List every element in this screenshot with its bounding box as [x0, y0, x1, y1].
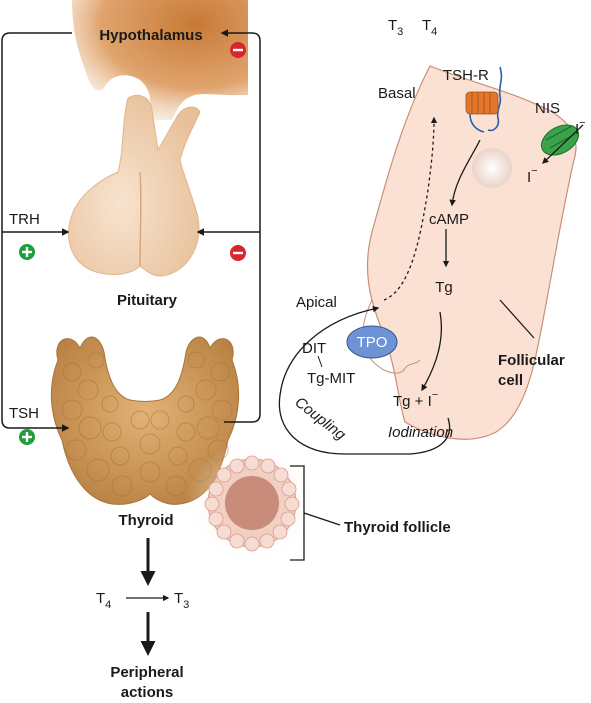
follicular-cell-label-line1: Follicular	[498, 352, 565, 369]
follicular-cell-label-line2: cell	[498, 372, 523, 389]
feedback-loop-right	[220, 29, 261, 423]
follicle-leader	[303, 512, 341, 526]
peripheral-actions-line1: Peripheral	[110, 664, 183, 681]
iodination-label: Iodination	[388, 424, 453, 441]
tpo-enzyme	[346, 325, 398, 359]
hypothalamus-illustration	[72, 0, 248, 120]
dit-label: DIT	[302, 340, 326, 357]
t3-label: T3	[174, 590, 189, 611]
thyroid-follicle-label: Thyroid follicle	[344, 519, 451, 536]
tg-mit-label: Tg-MIT	[307, 370, 355, 387]
tsh-label: TSH	[9, 405, 39, 422]
top-t3-label: T3	[388, 17, 403, 38]
hormone-release-arrow	[383, 116, 438, 301]
nis-label: NIS	[535, 100, 560, 117]
dit-tg-mit-connector	[317, 355, 323, 368]
minus-sign-hypothalamus	[230, 42, 246, 58]
peripheral-actions-line2: actions	[121, 684, 174, 701]
thyroid-illustration	[50, 336, 240, 505]
tg-label: Tg	[435, 279, 453, 296]
tsh-r-to-camp-arrow	[449, 139, 481, 207]
pituitary-illustration	[68, 94, 201, 277]
follicular-cell-illustration	[362, 65, 577, 440]
feedback-loop-left	[1, 32, 72, 432]
apical-label: Apical	[296, 294, 337, 311]
trh-label: TRH	[9, 211, 40, 228]
iodide-uptake-arrow	[542, 124, 584, 164]
iodide-outside-label: I−	[575, 117, 586, 138]
minus-sign-pituitary	[230, 245, 246, 261]
pituitary-label: Pituitary	[117, 292, 178, 309]
nis-transporter	[541, 124, 579, 156]
top-t4-label: T4	[422, 17, 437, 38]
thyroid-label: Thyroid	[119, 512, 174, 529]
plus-sign-trh	[19, 244, 35, 260]
tg-to-iodination-arrow	[421, 311, 443, 392]
follicular-cell-leader	[499, 299, 535, 339]
tg-plus-iodide-label: Tg + I−	[393, 389, 438, 410]
hypothalamus-label: Hypothalamus	[99, 27, 202, 44]
coupling-arrow	[278, 305, 451, 455]
t4-label: T4	[96, 590, 111, 611]
basal-label: Basal	[378, 85, 416, 102]
thyroid-follicle-illustration	[186, 443, 318, 563]
tsh-receptor	[465, 66, 503, 133]
tpo-label: TPO	[357, 334, 388, 351]
iodide-inside-label: I−	[527, 165, 538, 186]
coupling-label: Coupling	[292, 394, 350, 444]
camp-label: cAMP	[429, 211, 469, 228]
plus-sign-tsh	[19, 429, 35, 445]
tsh-r-label: TSH-R	[443, 67, 489, 84]
